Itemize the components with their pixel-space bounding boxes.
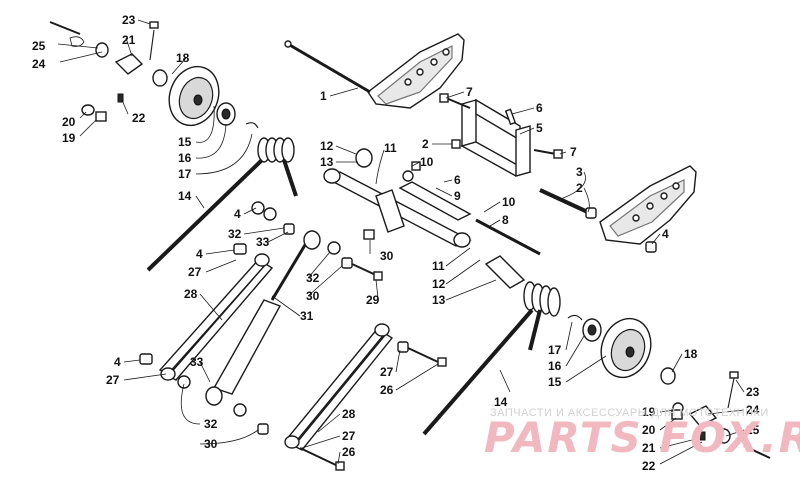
front-arm-bracket — [460, 98, 532, 177]
callout-c12a: 12 — [320, 139, 334, 153]
callout-c14a: 14 — [178, 189, 192, 203]
callout-c27d: 27 — [342, 429, 356, 443]
callout-c14b: 14 — [494, 395, 508, 409]
callout-c31: 31 — [300, 309, 314, 323]
callout-c18b: 18 — [684, 347, 698, 361]
callout-c8: 8 — [502, 213, 509, 227]
callout-c11b: 11 — [432, 259, 445, 273]
callout-c30a: 30 — [380, 249, 394, 263]
callout-c33b: 33 — [190, 355, 204, 369]
callout-c27b: 27 — [106, 373, 120, 387]
callout-labels: 23 25 21 24 18 20 22 19 15 16 17 14 1 7 … — [32, 13, 760, 473]
watermark-brand: PARTS FOX.RU — [484, 413, 800, 462]
rail-bottom — [599, 165, 697, 245]
callout-c11a: 11 — [384, 141, 397, 155]
idler-axle-upper — [49, 21, 168, 122]
callout-c10b: 10 — [502, 195, 516, 209]
torsion-spring-lower — [422, 281, 583, 436]
callout-c21a: 21 — [122, 33, 136, 47]
callout-c22b: 22 — [642, 459, 656, 473]
callout-c3: 3 — [576, 165, 583, 179]
axle-shaft — [539, 188, 597, 219]
callout-c26a: 26 — [380, 383, 394, 397]
torsion-spring-upper — [146, 137, 298, 272]
idler-wheel-lower — [582, 317, 771, 459]
callout-c15b: 15 — [548, 375, 562, 389]
callout-c4d: 4 — [114, 355, 121, 369]
callout-c12b: 12 — [432, 277, 446, 291]
callout-c21b: 21 — [642, 441, 656, 455]
callout-c10a: 10 — [420, 155, 434, 169]
callout-c5: 5 — [536, 121, 543, 135]
callout-c24a: 24 — [32, 57, 46, 71]
rail-top — [367, 33, 465, 109]
long-bolt — [284, 40, 371, 94]
callout-c22a: 22 — [132, 111, 146, 125]
callout-c19b: 19 — [642, 405, 656, 419]
idler-wheel-upper — [168, 65, 259, 129]
spacer-lower — [484, 255, 526, 289]
callout-c30c: 30 — [204, 437, 218, 451]
callout-c13a: 13 — [320, 155, 334, 169]
callout-c30b: 30 — [306, 289, 320, 303]
callout-c27c: 27 — [380, 365, 394, 379]
callout-c16b: 16 — [548, 359, 562, 373]
callout-c4b: 4 — [234, 207, 241, 221]
callout-c2b: 2 — [576, 181, 583, 195]
hardware — [139, 93, 657, 471]
callout-c23a: 23 — [122, 13, 136, 27]
leader-lines — [57, 19, 745, 465]
callout-c9: 9 — [454, 189, 461, 203]
callout-c32c: 32 — [204, 417, 218, 431]
callout-c25a: 25 — [32, 39, 46, 53]
callout-c23b: 23 — [746, 385, 760, 399]
callout-c4a: 4 — [662, 227, 669, 241]
callout-c28a: 28 — [184, 287, 198, 301]
watermark: ЗАПЧАСТИ И АКСЕССУАРЫ ДЛЯ МОТОТЕХНИКИ PA… — [484, 407, 800, 462]
callout-c20b: 20 — [642, 423, 656, 437]
callout-c15a: 15 — [178, 135, 192, 149]
callout-c26b: 26 — [342, 445, 356, 459]
shock-absorber — [205, 230, 321, 406]
callout-c32b: 32 — [306, 271, 320, 285]
callout-c17b: 17 — [548, 343, 562, 357]
callout-c28b: 28 — [342, 407, 356, 421]
callout-c20a: 20 — [62, 115, 76, 129]
callout-c18a: 18 — [176, 51, 190, 65]
callout-c17a: 17 — [178, 167, 192, 181]
callout-c2a: 2 — [422, 137, 429, 151]
watermark-tagline: ЗАПЧАСТИ И АКСЕССУАРЫ ДЛЯ МОТОТЕХНИКИ — [490, 407, 769, 419]
callout-c29: 29 — [366, 293, 380, 307]
callout-c33a: 33 — [256, 235, 270, 249]
callout-c24b: 24 — [746, 403, 760, 417]
callout-c13b: 13 — [432, 293, 446, 307]
callout-c4c: 4 — [196, 247, 203, 261]
callout-c1: 1 — [320, 89, 327, 103]
callout-c6a: 6 — [536, 101, 543, 115]
callout-c27a: 27 — [188, 265, 202, 279]
callout-c16a: 16 — [178, 151, 192, 165]
callout-c6b: 6 — [454, 173, 461, 187]
rocker-shaft — [323, 148, 541, 256]
link-arm-lower — [284, 323, 394, 451]
callout-c25b: 25 — [746, 423, 760, 437]
callout-c7b: 7 — [570, 145, 577, 159]
callout-c19a: 19 — [62, 131, 76, 145]
link-arm-upper — [158, 253, 274, 381]
callout-c7a: 7 — [466, 85, 473, 99]
callout-c32a: 32 — [228, 227, 242, 241]
